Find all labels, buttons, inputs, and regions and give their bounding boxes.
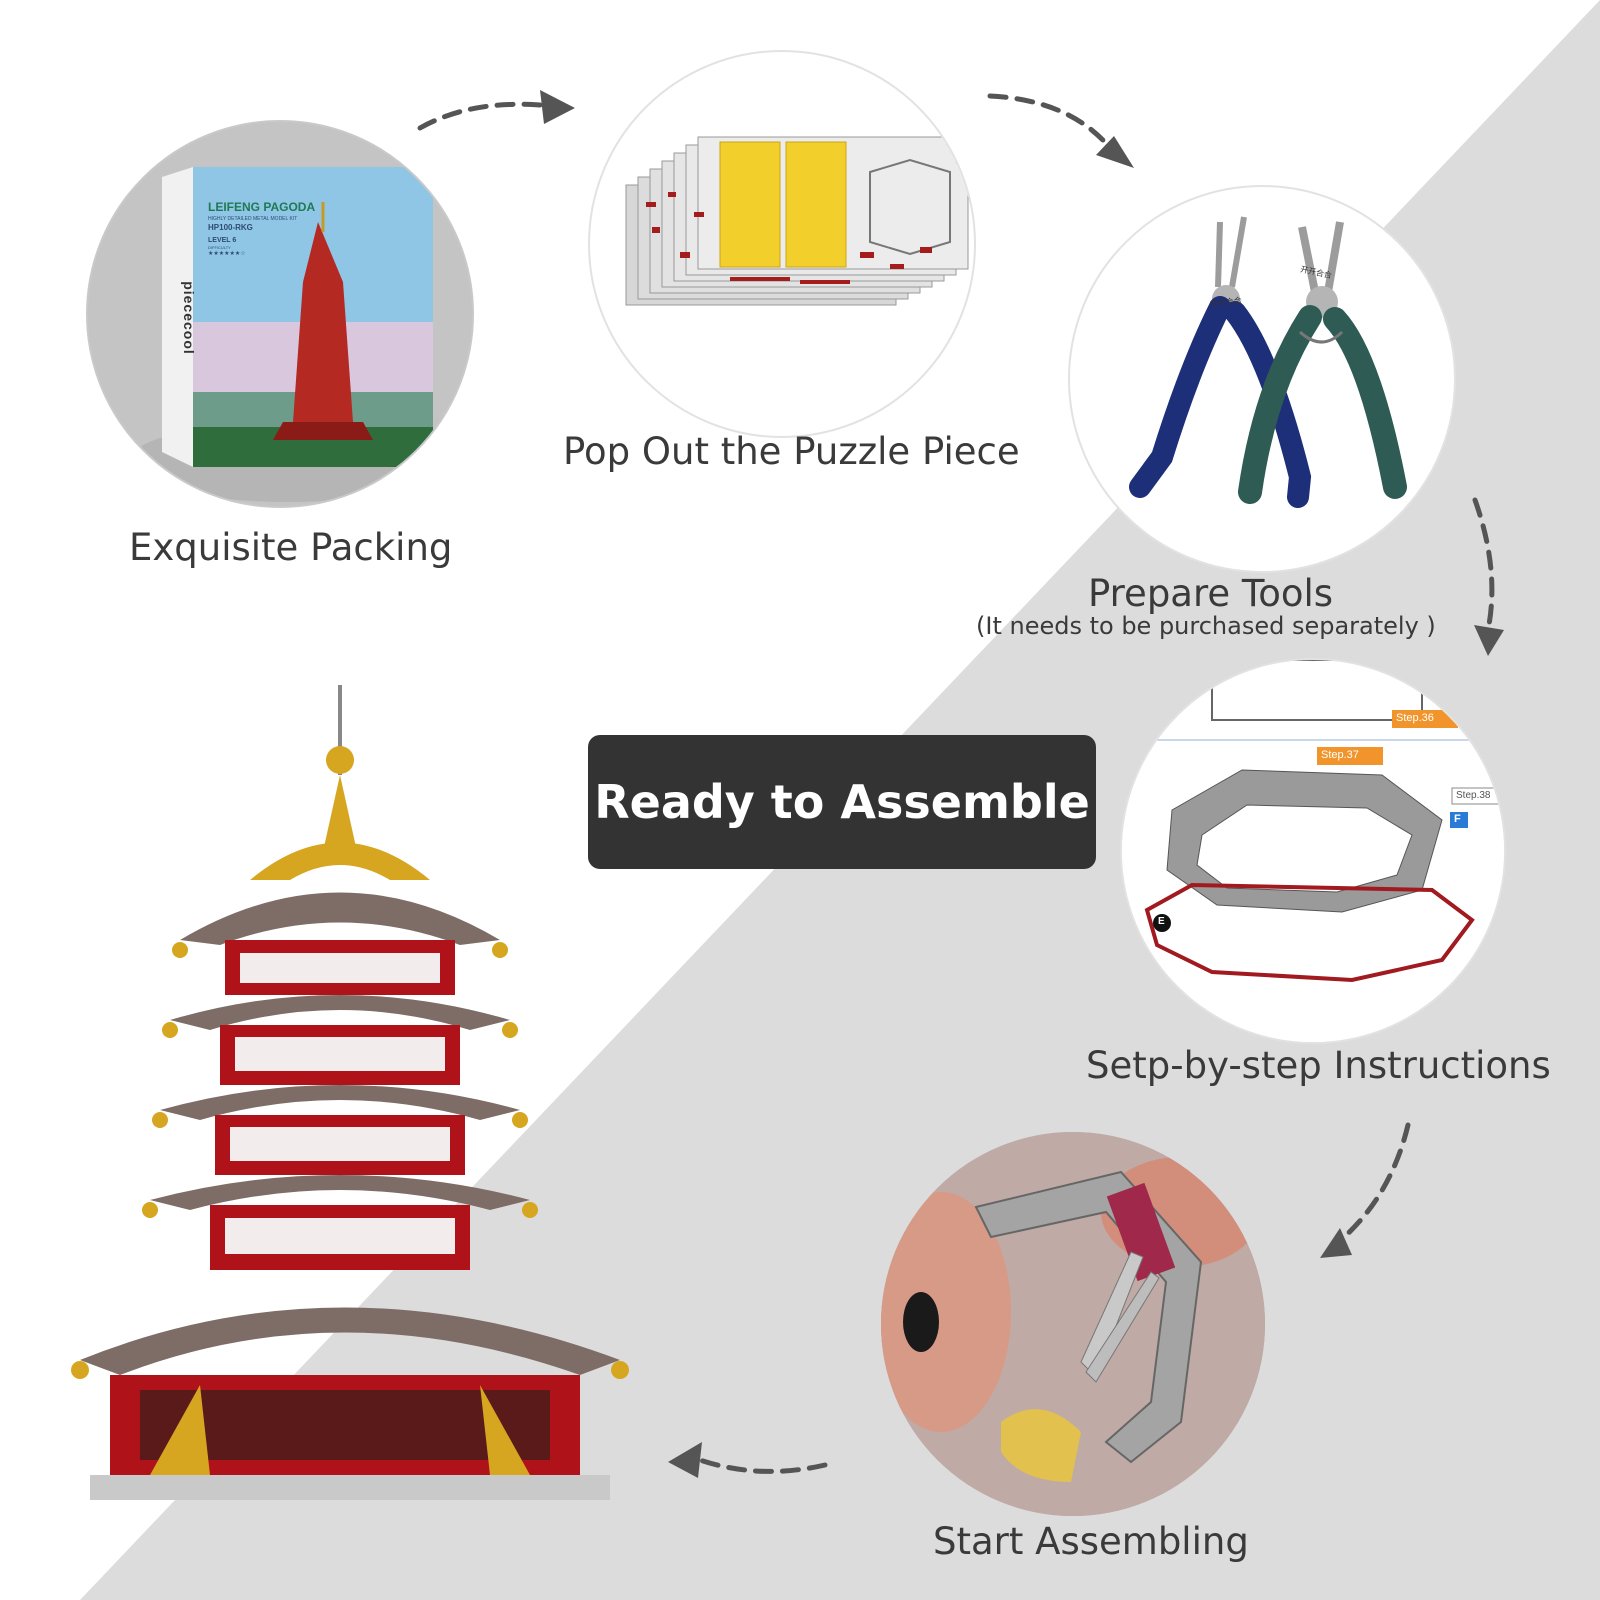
box-subtitle: HIGHLY DETAILED METAL MODEL KIT — [208, 216, 298, 222]
puzzle-piece-circle — [588, 50, 976, 438]
step38-label: Step.38 — [1456, 790, 1491, 801]
ready-to-assemble-banner: Ready to Assemble — [588, 735, 1096, 869]
marker-f: F — [1454, 813, 1461, 825]
marker-e: E — [1158, 916, 1165, 927]
caption-puzzle: Pop Out the Puzzle Piece — [563, 430, 1020, 473]
caption-assembling: Start Assembling — [933, 1520, 1249, 1563]
packing-circle: piececool LEIFENG PAGODA HIGHLY DETAILED… — [86, 120, 474, 508]
box-stars: ★★★★★★☆ — [208, 251, 246, 257]
caption-packing: Exquisite Packing — [129, 526, 453, 569]
step36-label: Step.36 — [1396, 712, 1434, 724]
step37-label: Step.37 — [1321, 749, 1359, 761]
box-code: HP100-RKG — [208, 223, 253, 232]
metal-sheets-image — [625, 136, 969, 306]
packing-box-image — [88, 122, 472, 506]
arrow-head-5 — [668, 1442, 702, 1478]
assembling-circle — [879, 1130, 1267, 1518]
arrow-head-1 — [540, 90, 575, 124]
pagoda-model-image — [71, 685, 629, 1500]
box-title: LEIFENG PAGODA — [208, 200, 316, 214]
caption-instructions: Setp-by-step Instructions — [1086, 1044, 1551, 1087]
arrow-head-4 — [1320, 1228, 1352, 1258]
tools-circle: 开开合合 开开合合 — [1068, 185, 1456, 573]
instructions-circle: Step.36 Step.37 Step.38 E F — [1120, 658, 1506, 1044]
arrow-head-2 — [1096, 136, 1134, 168]
caption-tools-note: (It needs to be purchased separately ) — [976, 612, 1436, 640]
caption-tools: Prepare Tools — [1088, 572, 1334, 615]
instruction-diagram-image — [1122, 660, 1504, 1042]
arrow-head-3 — [1474, 625, 1504, 656]
box-difficulty: DIFFICULTY — [208, 245, 231, 250]
assembling-hands-image — [881, 1132, 1265, 1516]
ready-to-assemble-text: Ready to Assemble — [594, 775, 1090, 829]
box-brand: piececool — [180, 281, 197, 355]
box-level: LEVEL 6 — [208, 237, 237, 244]
pliers-image — [1129, 216, 1407, 508]
